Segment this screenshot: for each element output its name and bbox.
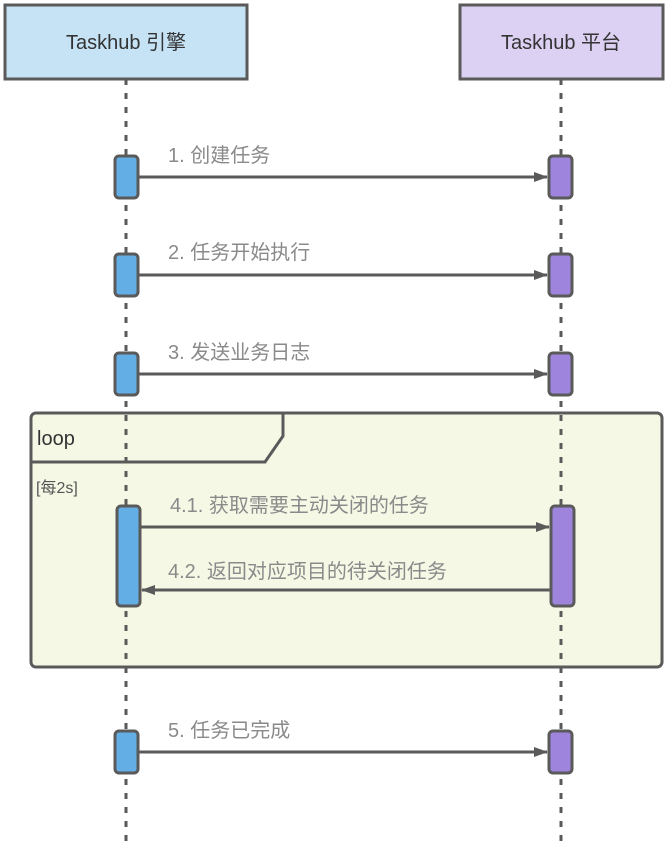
loop-frame xyxy=(29,411,664,669)
message-3[interactable]: 3. 发送业务日志 xyxy=(139,341,548,379)
participant-engine-box xyxy=(3,3,249,81)
participant-engine-label: Taskhub 引擎 xyxy=(66,31,186,54)
activation-engine-5 xyxy=(113,729,140,775)
message-1-label: 1. 创建任务 xyxy=(168,144,270,167)
activations xyxy=(113,154,576,775)
activation-platform-3 xyxy=(547,351,574,397)
participant-platform-box xyxy=(458,3,665,81)
message-4-2[interactable]: 4.2. 返回对应项目的待关闭任务 xyxy=(141,560,550,595)
activation-engine-4 xyxy=(115,504,142,608)
message-2[interactable]: 2. 任务开始执行 xyxy=(139,241,548,280)
message-4-2-label: 4.2. 返回对应项目的待关闭任务 xyxy=(168,560,447,583)
activation-platform-2 xyxy=(547,252,574,298)
participant-engine[interactable]: Taskhub 引擎 xyxy=(3,3,249,81)
participant-platform[interactable]: Taskhub 平台 xyxy=(458,3,665,81)
loop-fragment: loop [每2s] xyxy=(29,411,664,669)
message-3-label: 3. 发送业务日志 xyxy=(168,341,310,364)
activation-engine-2 xyxy=(113,252,140,298)
message-4-1-label: 4.1. 获取需要主动关闭的任务 xyxy=(170,494,429,517)
activation-engine-1 xyxy=(113,154,140,200)
activation-platform-4 xyxy=(549,504,576,608)
loop-guard: [每2s] xyxy=(36,479,78,497)
activation-platform-5 xyxy=(547,729,574,775)
message-2-label: 2. 任务开始执行 xyxy=(168,241,310,264)
message-1[interactable]: 1. 创建任务 xyxy=(139,144,548,182)
activation-platform-1 xyxy=(547,154,574,200)
message-5[interactable]: 5. 任务已完成 xyxy=(139,719,548,757)
message-5-label: 5. 任务已完成 xyxy=(168,719,290,742)
participant-platform-label: Taskhub 平台 xyxy=(501,31,621,54)
activation-engine-3 xyxy=(113,351,140,397)
loop-tab xyxy=(31,413,285,464)
message-4-1[interactable]: 4.1. 获取需要主动关闭的任务 xyxy=(141,494,550,532)
loop-label: loop xyxy=(37,428,75,450)
